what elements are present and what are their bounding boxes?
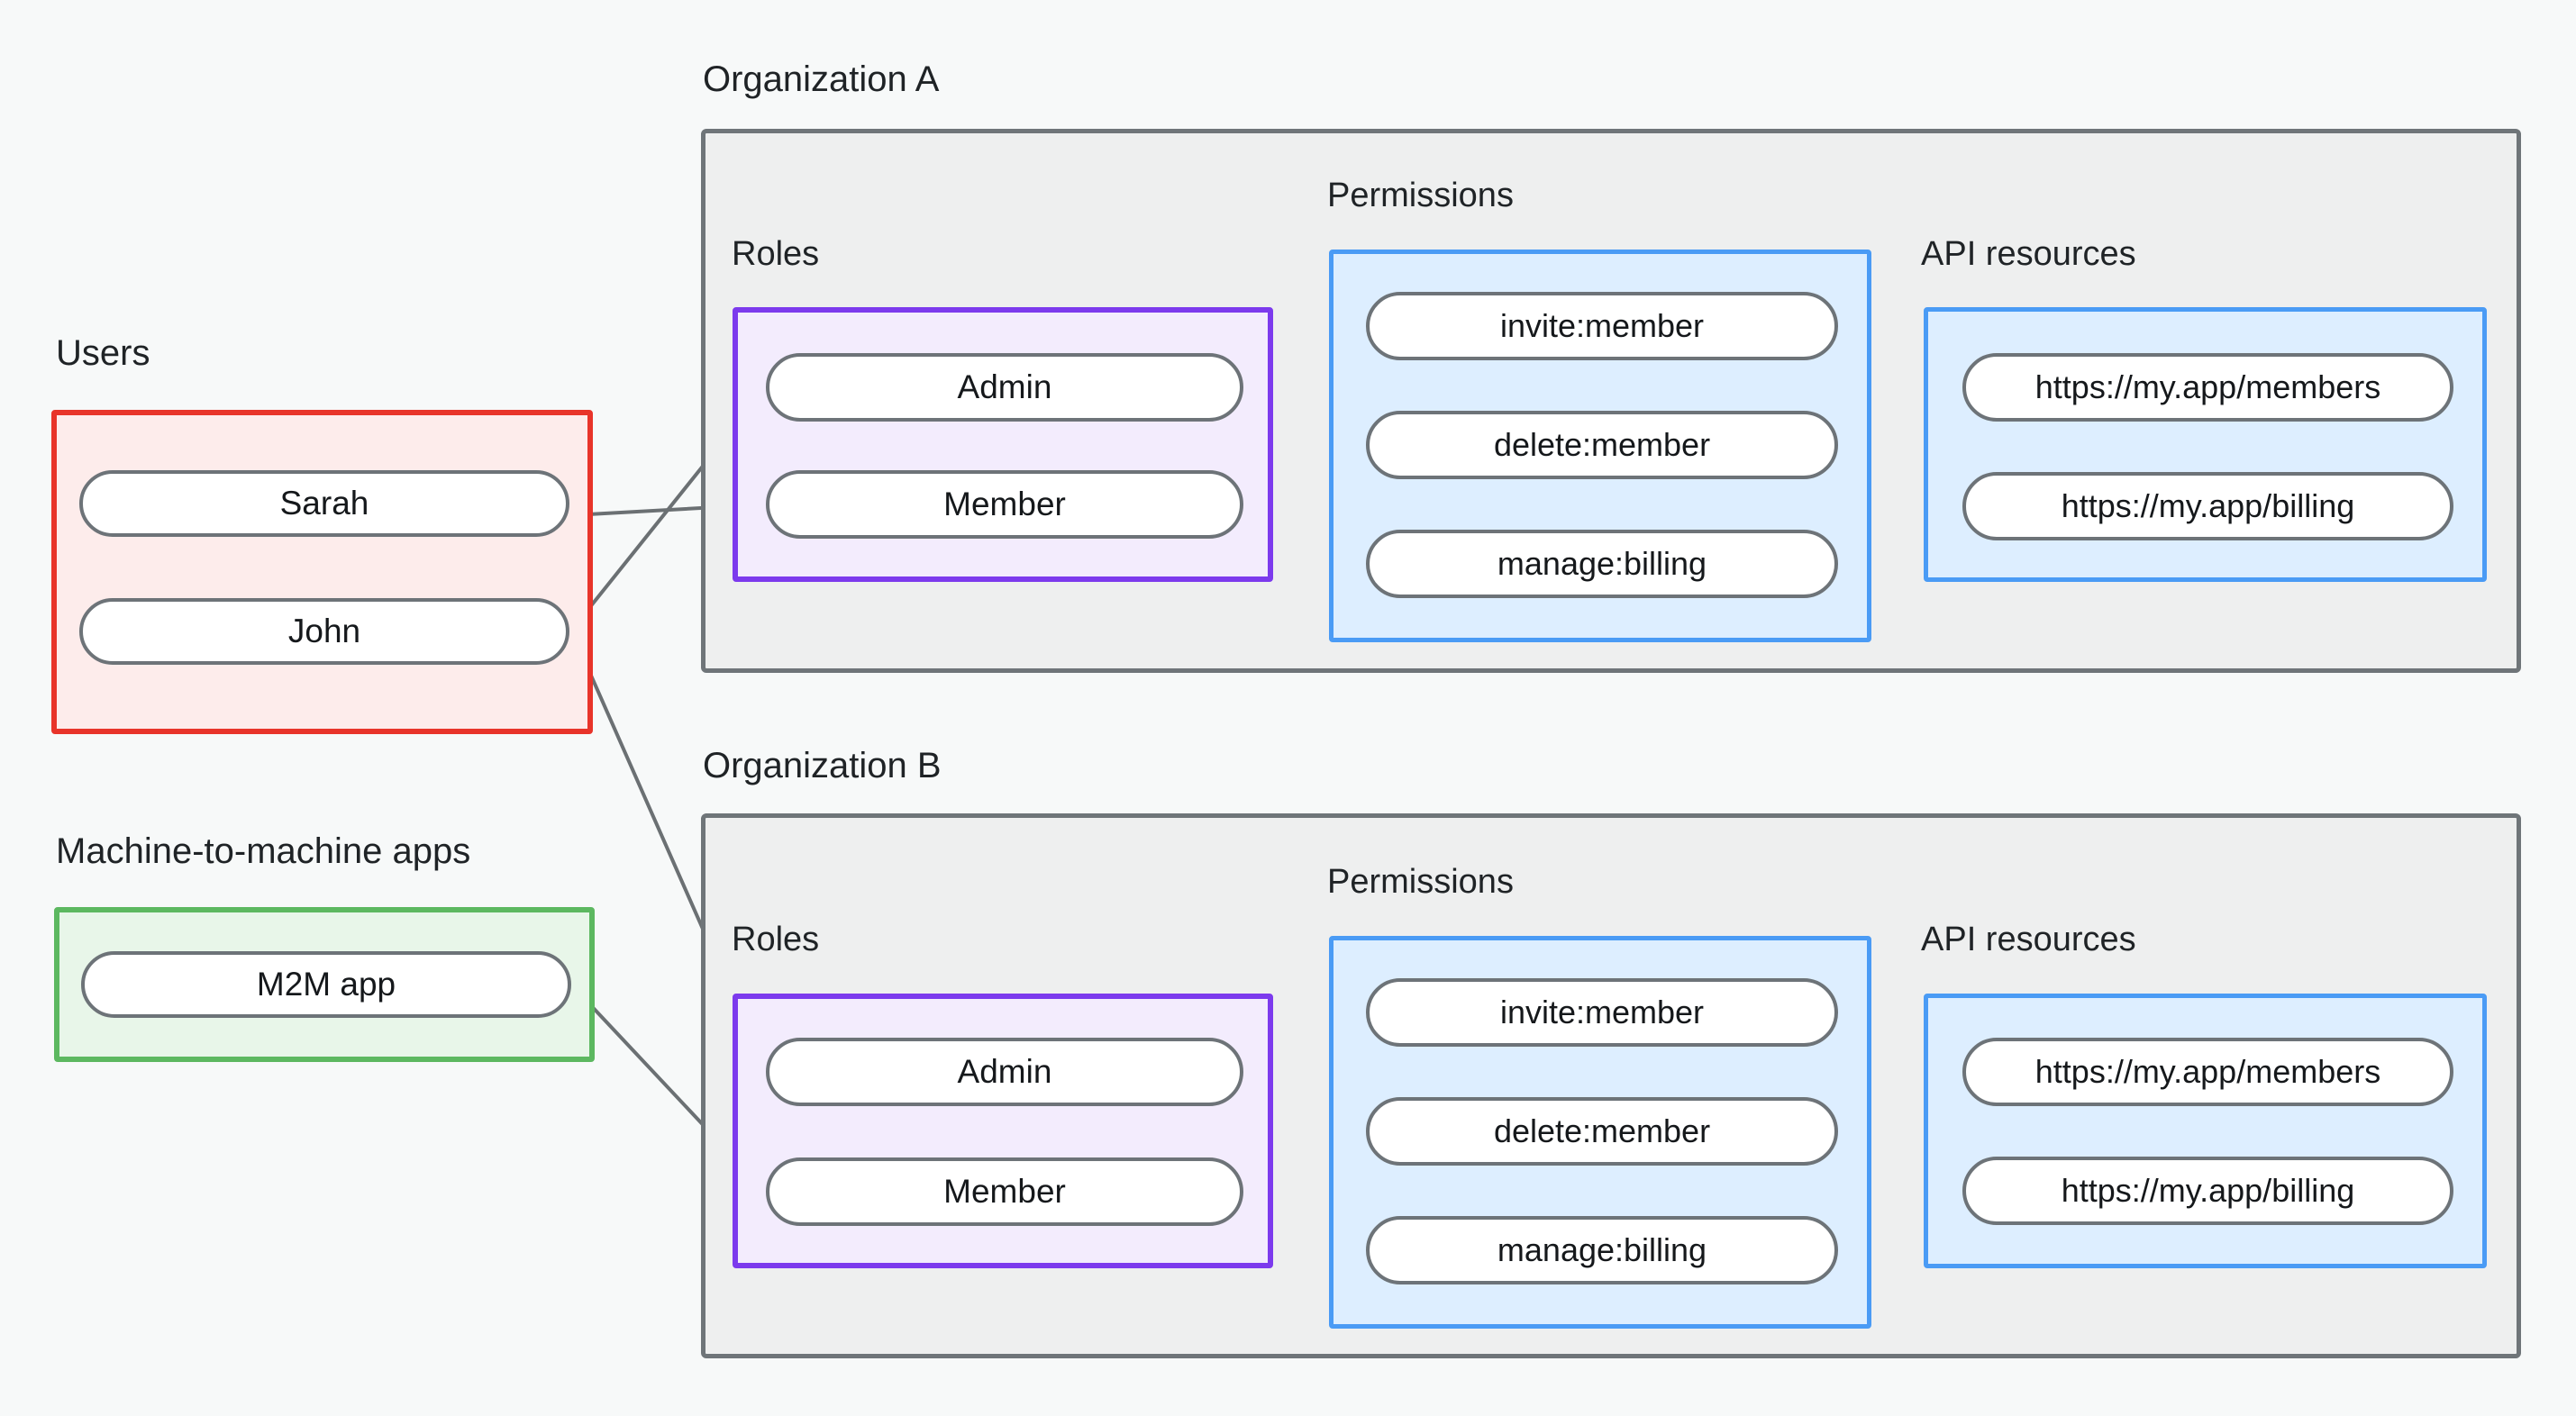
orgA-api-resource-members[interactable]: https://my.app/members [1962, 353, 2453, 422]
orgB-permission-invite-member[interactable]: invite:member [1366, 978, 1838, 1047]
organization-b-label: Organization B [703, 746, 942, 785]
orgB-roles-container [733, 994, 1273, 1268]
orgB-api-resource-members[interactable]: https://my.app/members [1962, 1038, 2453, 1106]
organization-a-label: Organization A [703, 59, 940, 99]
users-container [51, 410, 593, 734]
orgA-role-admin[interactable]: Admin [766, 353, 1243, 422]
orgA-roles-container [733, 307, 1273, 582]
orgB-api-resource-billing[interactable]: https://my.app/billing [1962, 1157, 2453, 1225]
users-group-label: Users [56, 333, 150, 373]
orgB-roles-label: Roles [732, 921, 820, 958]
m2m-app-node[interactable]: M2M app [81, 951, 571, 1018]
orgB-api-resources-container [1924, 994, 2487, 1268]
orgA-role-member[interactable]: Member [766, 470, 1243, 539]
orgA-roles-label: Roles [732, 235, 820, 273]
orgB-permission-delete-member[interactable]: delete:member [1366, 1097, 1838, 1166]
orgB-permissions-label: Permissions [1327, 863, 1514, 901]
orgA-permission-delete-member[interactable]: delete:member [1366, 411, 1838, 479]
orgB-permission-manage-billing[interactable]: manage:billing [1366, 1216, 1838, 1284]
user-node-sarah[interactable]: Sarah [79, 470, 569, 537]
orgA-permission-invite-member[interactable]: invite:member [1366, 292, 1838, 360]
machine-apps-group-label: Machine-to-machine apps [56, 831, 471, 871]
orgB-role-member[interactable]: Member [766, 1157, 1243, 1226]
orgB-api-resources-label: API resources [1921, 921, 2136, 958]
user-node-john[interactable]: John [79, 598, 569, 665]
orgA-api-resources-label: API resources [1921, 235, 2136, 273]
orgB-role-admin[interactable]: Admin [766, 1038, 1243, 1106]
orgA-api-resource-billing[interactable]: https://my.app/billing [1962, 472, 2453, 540]
orgA-permission-manage-billing[interactable]: manage:billing [1366, 530, 1838, 598]
orgA-permissions-label: Permissions [1327, 177, 1514, 214]
orgA-api-resources-container [1924, 307, 2487, 582]
